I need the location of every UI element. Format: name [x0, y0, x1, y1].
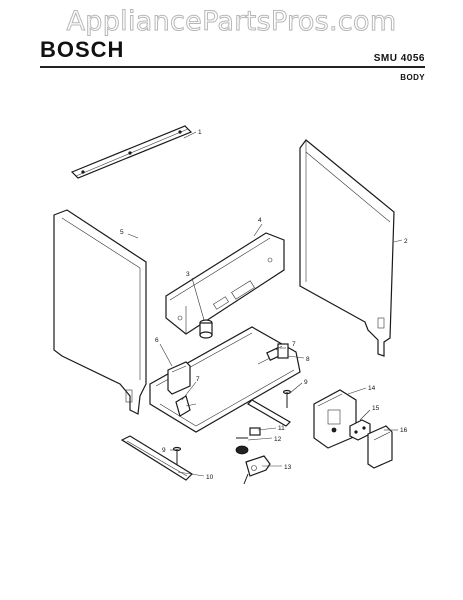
callout-leaders	[127, 131, 403, 477]
callout-8: 8	[306, 356, 310, 363]
frame-rail	[247, 399, 291, 427]
model-number: SMU 4056	[373, 53, 425, 64]
part-16-cover	[367, 425, 393, 469]
header-rule	[40, 66, 425, 68]
part-12-foot	[235, 437, 249, 455]
callout-10: 10	[206, 474, 214, 481]
callout-16: 16	[400, 427, 408, 434]
callout-12: 12	[274, 436, 282, 443]
part-5-left-side-panel	[53, 209, 147, 415]
callout-7-lower: 7	[196, 376, 200, 383]
callout-3: 3	[186, 271, 190, 278]
part-1-top-strip	[70, 125, 193, 179]
part-3-pump-fitting	[199, 319, 213, 339]
callout-7-upper: 7	[292, 341, 296, 348]
callout-labels: 1 2 3 4 5 6 7 7 8 9 9 10 11 12 13 14 15 …	[120, 129, 408, 481]
part-2-right-side-panel	[299, 139, 395, 357]
part-13-leveling-foot	[243, 455, 271, 485]
callout-14: 14	[368, 385, 376, 392]
callout-1: 1	[198, 129, 202, 136]
section-title: BODY	[400, 73, 425, 82]
brand-logo: BOSCH	[40, 37, 125, 62]
part-9-upper-screw	[282, 389, 292, 408]
watermark: AppliancePartsPros.com	[66, 6, 397, 38]
callout-2: 2	[404, 238, 408, 245]
part-7-lower-clip	[175, 395, 197, 417]
part-10-foot-rail	[120, 435, 193, 481]
part-14-latch-block	[313, 389, 357, 449]
callout-4: 4	[258, 217, 262, 224]
callout-11: 11	[278, 425, 285, 432]
callout-5: 5	[120, 229, 124, 236]
callout-9-upper: 9	[304, 379, 308, 386]
part-4-front-panel	[165, 232, 285, 335]
part-11-clip	[249, 427, 261, 436]
callout-9-lower: 9	[162, 447, 166, 454]
callout-15: 15	[372, 405, 380, 412]
part-8-hinge	[277, 343, 289, 359]
callout-13: 13	[284, 464, 292, 471]
callout-6: 6	[155, 337, 159, 344]
part-6-bracket	[167, 361, 191, 395]
